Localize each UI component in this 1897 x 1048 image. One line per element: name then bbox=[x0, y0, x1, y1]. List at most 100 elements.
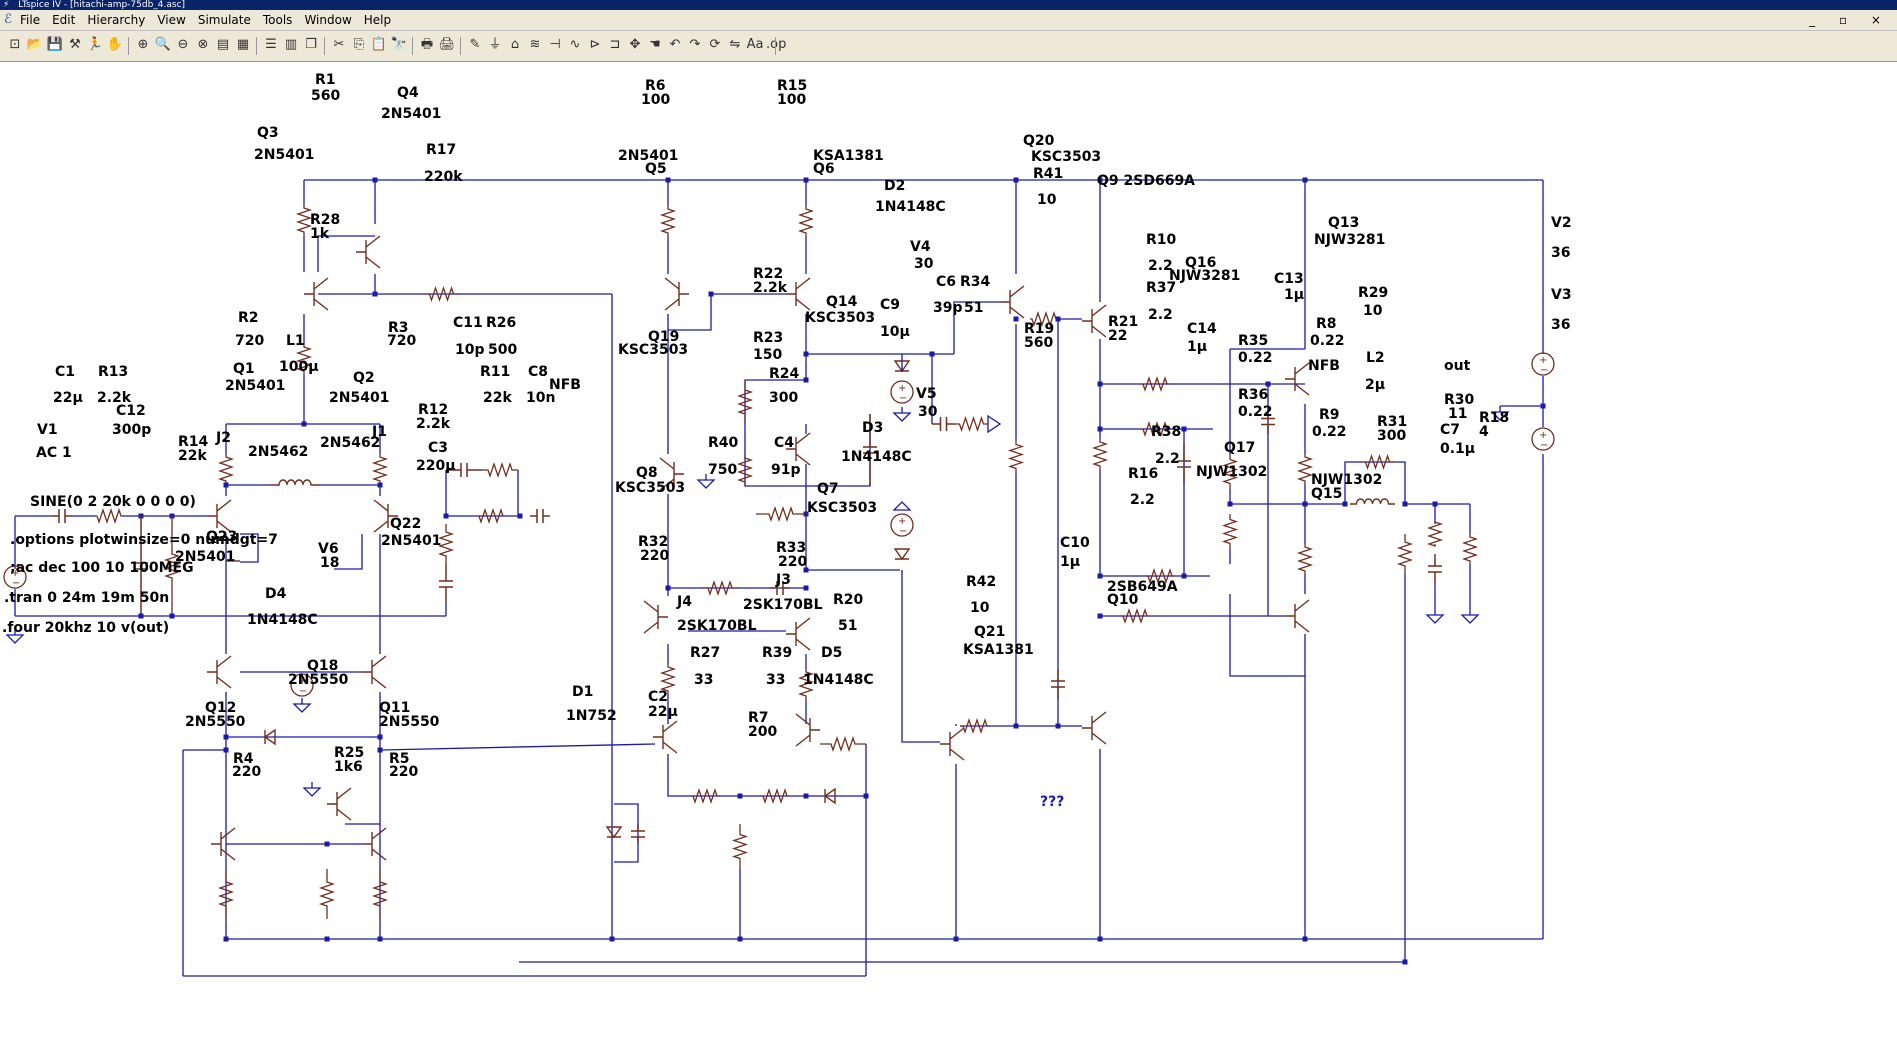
component-label[interactable]: 220 bbox=[232, 764, 262, 780]
component-label[interactable]: 22k bbox=[483, 390, 512, 406]
component-label[interactable]: 51 bbox=[838, 618, 858, 634]
component-label[interactable]: 2N5550 bbox=[288, 672, 349, 688]
menu-view[interactable]: View bbox=[157, 13, 186, 27]
component-label[interactable]: Q20 bbox=[1023, 133, 1055, 149]
component-label[interactable]: R26 bbox=[486, 315, 517, 331]
component-label[interactable]: NJW1302 bbox=[1311, 472, 1383, 488]
component-label[interactable]: 220 bbox=[389, 764, 419, 780]
component-label[interactable]: 2N5401 bbox=[175, 549, 236, 565]
component-label[interactable]: C4 bbox=[774, 435, 795, 451]
component-label[interactable]: 720 bbox=[235, 333, 265, 349]
component-label[interactable]: KSA1381 bbox=[963, 642, 1034, 658]
menu-edit[interactable]: Edit bbox=[52, 13, 76, 27]
component-label[interactable]: Q8 bbox=[636, 465, 658, 481]
component-label[interactable]: 220 bbox=[778, 554, 808, 570]
component-label[interactable]: 300 bbox=[1377, 428, 1407, 444]
component-label[interactable]: Q23 bbox=[206, 529, 238, 545]
component-label[interactable]: R38 bbox=[1151, 424, 1182, 440]
component-label[interactable]: NJW3281 bbox=[1169, 268, 1241, 284]
component-label[interactable]: 2N5550 bbox=[379, 714, 440, 730]
run-icon[interactable]: 🏃 bbox=[86, 37, 104, 52]
component-label[interactable]: 1μ bbox=[1284, 287, 1305, 303]
component-label[interactable]: 22μ bbox=[648, 704, 678, 720]
component-label[interactable]: Q19 bbox=[648, 329, 680, 345]
component-icon[interactable]: ⊐ bbox=[609, 37, 621, 52]
component-label[interactable]: 1μ bbox=[1187, 339, 1208, 355]
component-label[interactable]: 100 bbox=[777, 92, 807, 108]
component-label[interactable]: AC 1 bbox=[36, 445, 72, 461]
print-preview-icon[interactable]: 🖶 bbox=[420, 37, 434, 52]
component-label[interactable]: Q5 bbox=[645, 161, 667, 177]
component-label[interactable]: R7 bbox=[748, 710, 769, 726]
component-label[interactable]: 100 bbox=[641, 92, 671, 108]
open-icon[interactable]: 📂 bbox=[26, 37, 44, 52]
component-label[interactable]: 750 bbox=[708, 462, 738, 478]
component-label[interactable]: R22 bbox=[753, 266, 784, 282]
component-label[interactable]: R3 bbox=[388, 320, 409, 336]
component-label[interactable]: R39 bbox=[762, 645, 793, 661]
component-label[interactable]: R33 bbox=[776, 540, 807, 556]
wire-icon[interactable]: ✎ bbox=[469, 37, 481, 52]
component-label[interactable]: C3 bbox=[428, 440, 449, 456]
tile-vertical-icon[interactable]: ▥ bbox=[284, 37, 298, 52]
component-label[interactable]: R8 bbox=[1316, 316, 1337, 332]
component-label[interactable]: C11 bbox=[453, 315, 483, 331]
component-label[interactable]: C6 bbox=[936, 274, 957, 290]
cut-icon[interactable]: ✂ bbox=[333, 37, 345, 52]
component-label[interactable]: V4 bbox=[910, 239, 931, 255]
component-label[interactable]: R5 bbox=[389, 751, 410, 767]
component-label[interactable]: R9 bbox=[1319, 407, 1340, 423]
component-label[interactable]: C7 bbox=[1440, 422, 1461, 438]
component-label[interactable]: R12 bbox=[418, 402, 449, 418]
component-label[interactable]: R25 bbox=[334, 745, 365, 761]
component-label[interactable]: 18 bbox=[320, 555, 340, 571]
component-label[interactable]: 2.2 bbox=[1155, 451, 1180, 467]
menu-help[interactable]: Help bbox=[363, 13, 392, 27]
component-label[interactable]: Q1 bbox=[233, 361, 255, 377]
copy-icon[interactable]: ⎘ bbox=[353, 37, 365, 52]
component-label[interactable]: 2SK170BL bbox=[677, 618, 757, 634]
component-label[interactable]: 0.22 bbox=[1238, 404, 1273, 420]
component-label[interactable]: 0.1μ bbox=[1440, 441, 1476, 457]
component-label[interactable]: 2.2k bbox=[753, 280, 788, 296]
component-label[interactable]: Q12 bbox=[205, 700, 237, 716]
component-label[interactable]: V2 bbox=[1551, 215, 1572, 231]
menu-file[interactable]: File bbox=[20, 13, 41, 27]
component-label[interactable]: R18 bbox=[1479, 410, 1510, 426]
control-panel-icon[interactable]: ⚒ bbox=[69, 37, 81, 52]
component-label[interactable]: 22k bbox=[178, 448, 207, 464]
component-label[interactable]: 560 bbox=[1024, 335, 1054, 351]
save-icon[interactable]: 💾 bbox=[46, 37, 64, 52]
component-label[interactable]: R10 bbox=[1146, 232, 1177, 248]
component-label[interactable]: Q6 bbox=[813, 161, 835, 177]
component-label[interactable]: KSC3503 bbox=[807, 500, 878, 516]
component-label[interactable]: 10n bbox=[526, 390, 556, 406]
component-label[interactable]: 30 bbox=[914, 256, 934, 272]
component-label[interactable]: 10 bbox=[970, 600, 990, 616]
mdi-window-controls[interactable]: _ ▫ × bbox=[1809, 13, 1891, 27]
spice-directive[interactable]: ;ac dec 100 10 100MEG bbox=[10, 560, 194, 576]
component-label[interactable]: R13 bbox=[98, 364, 129, 380]
component-label[interactable]: 2.2k bbox=[97, 390, 132, 406]
menu-simulate[interactable]: Simulate bbox=[197, 13, 251, 27]
component-label[interactable]: KSC3503 bbox=[1031, 149, 1102, 165]
component-label[interactable]: 220k bbox=[424, 169, 463, 185]
paste-icon[interactable]: 📋 bbox=[370, 37, 388, 52]
move-icon[interactable]: ✥ bbox=[629, 37, 641, 52]
component-label[interactable]: Q3 bbox=[257, 125, 279, 141]
resistor-icon[interactable]: ≋ bbox=[529, 37, 541, 52]
component-label[interactable]: 39p bbox=[933, 300, 963, 316]
component-label[interactable]: Q17 bbox=[1224, 440, 1256, 456]
component-label[interactable]: 10μ bbox=[880, 324, 910, 340]
component-label[interactable]: R11 bbox=[480, 364, 511, 380]
component-label[interactable]: 22 bbox=[1108, 328, 1128, 344]
component-label[interactable]: NJW1302 bbox=[1196, 464, 1268, 480]
component-label[interactable]: 100μ bbox=[279, 359, 319, 375]
find-icon[interactable]: 🔭 bbox=[390, 37, 408, 52]
component-label[interactable]: Q9 2SD669A bbox=[1097, 173, 1196, 189]
component-label[interactable]: V3 bbox=[1551, 287, 1572, 303]
text-icon[interactable]: Aa bbox=[746, 37, 764, 52]
ltspice-logo-icon[interactable]: ℰ bbox=[4, 12, 12, 27]
component-label[interactable]: 2SB649A bbox=[1107, 579, 1178, 595]
